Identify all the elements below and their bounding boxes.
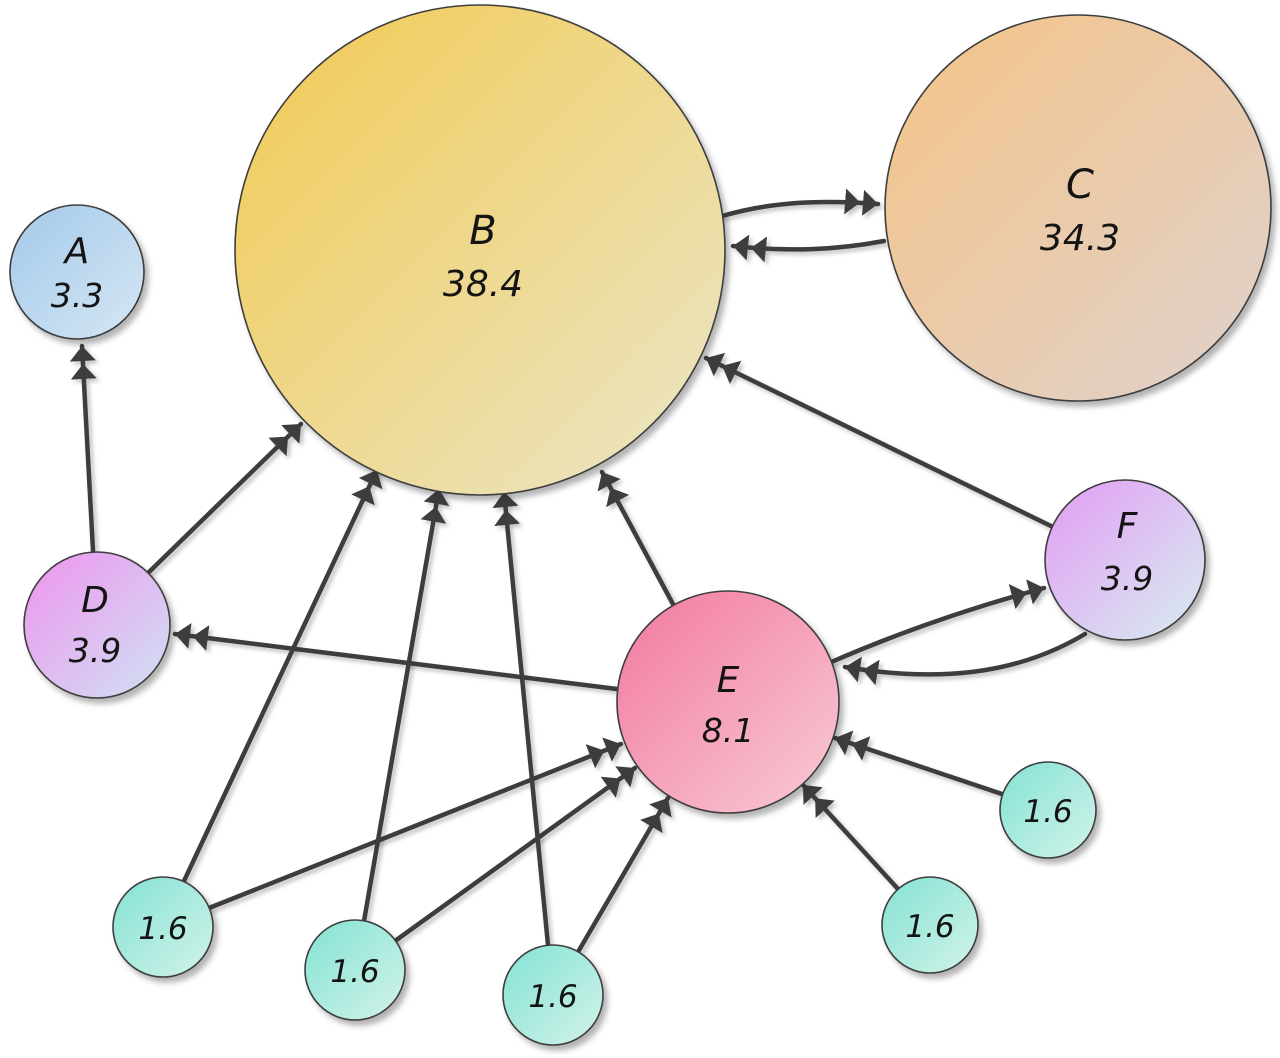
node-D: D 3.9 [23,551,171,699]
node-s5-value: 1.6 [1023,794,1072,830]
edge-s4-E [800,782,901,892]
edge-E-D [172,622,620,692]
node-F-label: F [1117,506,1139,547]
edge-s2-B [361,486,450,924]
node-E: E 8.1 [616,590,840,814]
edge-F-B [703,352,1054,529]
node-s3: 1.6 [502,944,604,1046]
node-A-label: A [63,231,90,272]
node-B: B 38.4 [234,4,726,496]
node-F: F 3.9 [1044,479,1206,641]
edge-D-A [69,343,97,554]
node-D-circle [23,551,171,699]
node-s4-circle [881,876,979,974]
edge-s3-E [575,795,672,955]
node-A-circle [9,204,145,340]
node-E-circle [616,590,840,814]
edge-layer [69,188,1088,955]
edge-s1-B [181,467,383,884]
edge-s2-E [392,765,638,944]
node-F-value: 3.9 [1101,559,1153,598]
edge-D-B [145,421,304,576]
node-A: A 3.3 [9,204,145,340]
node-s4-value: 1.6 [905,909,954,945]
node-C-label: C [1066,162,1094,208]
edge-E-F [826,579,1047,666]
edge-s5-E [832,730,1005,797]
node-F-circle [1044,479,1206,641]
node-D-label: D [81,580,109,621]
node-s2-circle [304,919,406,1021]
node-s2-value: 1.6 [330,954,379,990]
node-C-value: 34.3 [1040,218,1120,259]
node-s3-value: 1.6 [528,979,577,1015]
node-B-circle [234,4,726,496]
node-s1-value: 1.6 [138,911,187,947]
node-s1-circle [112,876,214,978]
node-s5: 1.6 [999,761,1097,859]
node-s2: 1.6 [304,919,406,1021]
node-s3-circle [502,944,604,1046]
node-B-value: 38.4 [443,264,523,305]
edge-C-B [730,234,887,263]
node-C-circle [884,14,1272,402]
node-E-value: 8.1 [702,711,754,750]
node-C: C 34.3 [884,14,1272,402]
edge-F-E [842,631,1088,686]
node-s4: 1.6 [881,876,979,974]
node-D-value: 3.9 [69,631,121,670]
edge-B-C [716,188,881,220]
node-s5-circle [999,761,1097,859]
node-A-value: 3.3 [51,276,103,315]
edge-s3-B [492,489,551,948]
edge-s1-E [206,737,624,911]
node-B-label: B [469,208,496,254]
node-s1: 1.6 [112,876,214,978]
edge-E-B [597,469,677,609]
node-E-label: E [717,660,740,701]
